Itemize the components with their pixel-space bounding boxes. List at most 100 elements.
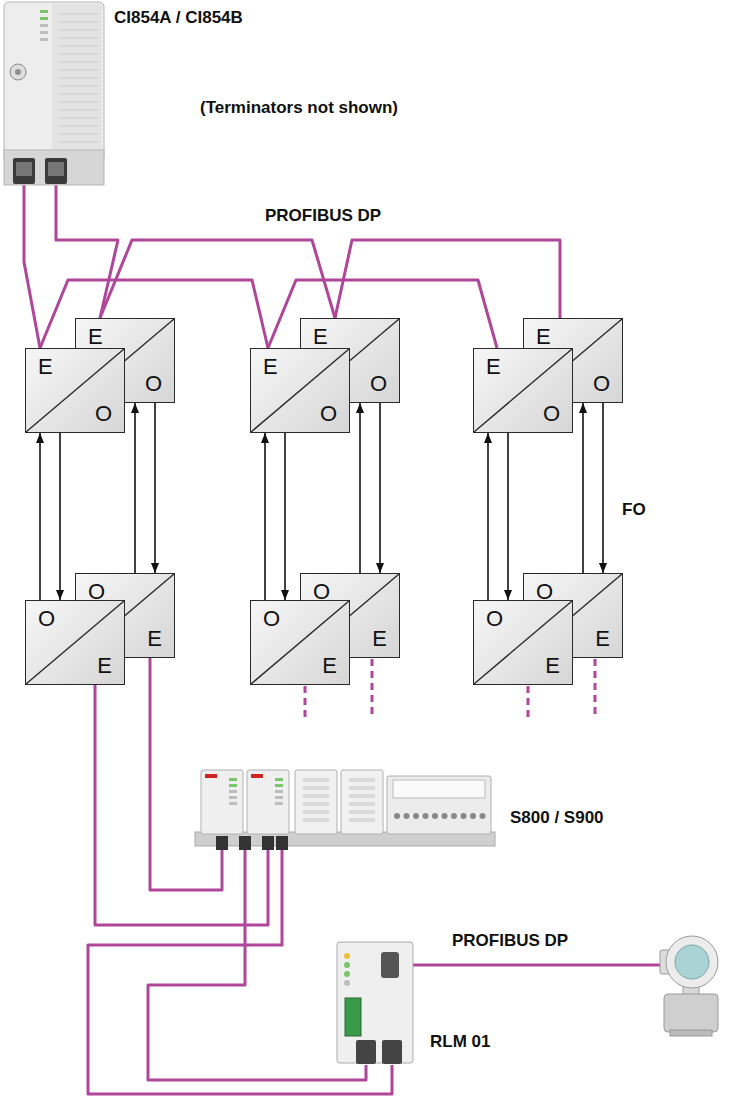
converter-diagonal <box>301 574 399 657</box>
bus-port <box>239 836 251 850</box>
converter-box: EO <box>250 348 350 433</box>
io-module <box>295 770 337 834</box>
mount-screw <box>10 64 26 80</box>
module-body <box>337 942 413 1063</box>
signal-letter: O <box>593 372 610 396</box>
dashed-cable <box>594 659 597 718</box>
converter-diagonal <box>26 349 124 432</box>
profibus-cable <box>335 240 560 318</box>
vent-slot <box>60 134 98 135</box>
status-led <box>229 784 237 787</box>
bus-port <box>216 836 228 850</box>
status-led <box>344 971 350 977</box>
channel-strip <box>349 810 375 814</box>
bus-port <box>381 952 399 978</box>
signal-letter: E <box>97 654 112 678</box>
converter-diagonal <box>26 601 124 684</box>
comm-module <box>247 770 289 834</box>
io-module <box>341 770 383 834</box>
vent-slot <box>60 78 98 79</box>
fiber-label: FO <box>622 500 646 520</box>
converter-box: OE <box>25 600 125 685</box>
fiber-arrow <box>264 433 266 600</box>
fiber-arrow <box>59 433 61 600</box>
fiber-arrow <box>582 403 584 573</box>
status-led <box>275 790 283 793</box>
channel-strip <box>349 778 375 782</box>
channel-strip <box>349 802 375 806</box>
pressure-transmitter <box>660 936 718 1036</box>
fiber-arrow <box>379 403 381 573</box>
signal-letter: O <box>38 607 55 631</box>
module-panel <box>52 4 102 154</box>
port-socket <box>48 162 64 176</box>
terminal-screw <box>461 813 467 819</box>
status-led <box>40 31 48 34</box>
vent-slot <box>60 30 98 31</box>
vent-slot <box>60 54 98 55</box>
converter-box: EO <box>473 348 573 433</box>
terminal-screw <box>423 813 429 819</box>
node-outline <box>335 940 415 1065</box>
channel-strip <box>349 794 375 798</box>
vent-slot <box>60 86 98 87</box>
signal-letter: O <box>320 402 337 426</box>
status-led <box>275 796 283 799</box>
converter-diagonal <box>301 319 399 402</box>
signal-letter: E <box>486 355 501 379</box>
terminal-screw <box>451 813 457 819</box>
signal-letter: E <box>372 627 387 651</box>
redundancy-link-module: RLM 01 <box>335 940 415 1065</box>
status-led <box>40 17 48 20</box>
channel-strip <box>303 778 329 782</box>
vent-slot <box>60 22 98 23</box>
profibus-cable <box>100 240 335 318</box>
vent-slot <box>60 38 98 39</box>
status-led <box>275 784 283 787</box>
fiber-arrow <box>359 403 361 573</box>
converter-diagonal <box>251 601 349 684</box>
vent-slot <box>60 102 98 103</box>
transmitter-flange <box>670 1030 712 1036</box>
signal-letter: E <box>595 627 610 651</box>
bus-port <box>262 836 274 850</box>
bus-port <box>356 1040 376 1064</box>
channel-strip <box>303 818 329 822</box>
vent-slot <box>60 70 98 71</box>
port-socket <box>16 162 32 176</box>
vent-slot <box>60 94 98 95</box>
fiber-arrow <box>134 403 136 573</box>
terminal-screw <box>480 813 486 819</box>
channel-strip <box>349 786 375 790</box>
termination-unit <box>387 776 491 834</box>
profibus-cable <box>150 658 222 890</box>
marker-strip <box>393 780 485 798</box>
terminal-screw <box>394 813 400 819</box>
signal-letter: E <box>536 325 551 349</box>
fiber-arrow <box>602 403 604 573</box>
status-led <box>40 38 48 41</box>
fiber-arrow <box>507 433 509 600</box>
status-led <box>344 953 350 959</box>
status-led <box>275 778 283 781</box>
screw-head <box>15 69 21 75</box>
status-led <box>229 802 237 805</box>
signal-letter: E <box>88 325 103 349</box>
signal-letter: E <box>313 325 328 349</box>
terminal-screw <box>413 813 419 819</box>
signal-letter: E <box>263 355 278 379</box>
converter-diagonal <box>76 319 174 402</box>
signal-letter: E <box>545 654 560 678</box>
terminal-screw <box>404 813 410 819</box>
fiber-arrow <box>39 433 41 600</box>
channel-strip <box>349 818 375 822</box>
signal-letter: O <box>145 372 162 396</box>
fiber-arrow <box>284 433 286 600</box>
terminal-screw <box>432 813 438 819</box>
status-led <box>344 980 350 986</box>
controller-module: CI854A / CI854B <box>2 0 106 185</box>
comm-module <box>201 770 243 834</box>
